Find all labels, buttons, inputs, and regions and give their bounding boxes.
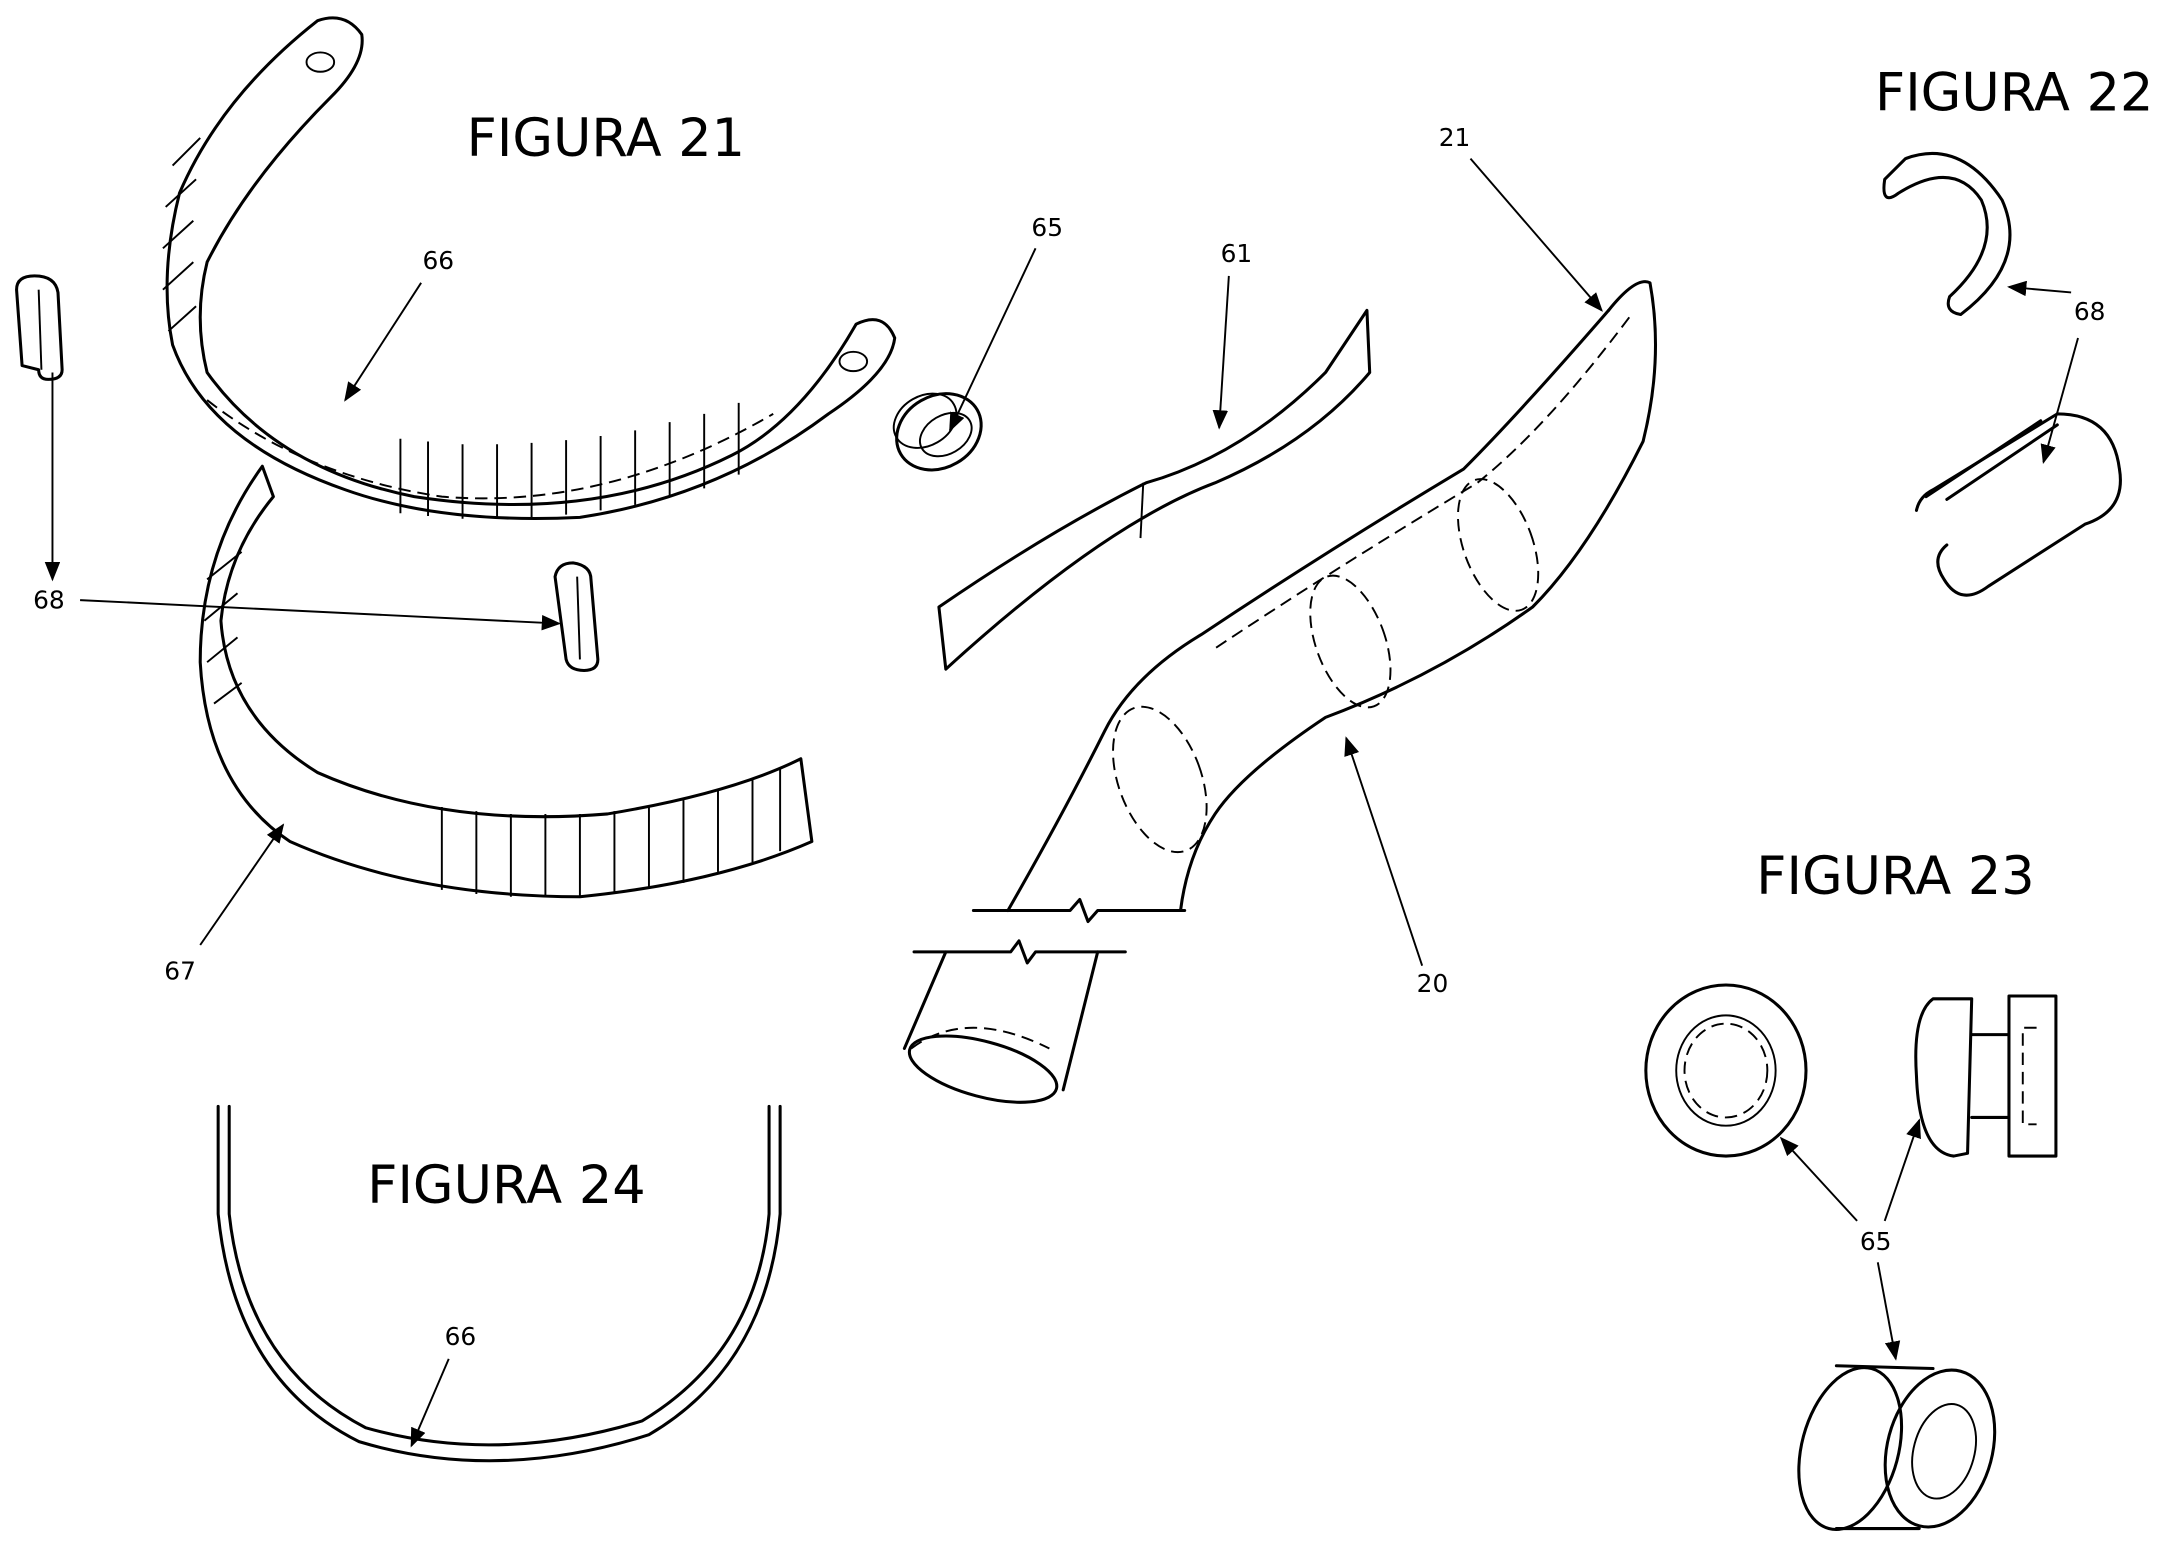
ref-20: 20 xyxy=(1417,969,1449,998)
figure-24-title: FIGURA 24 xyxy=(367,1155,645,1216)
strip-61 xyxy=(939,310,1370,669)
ref-65-upper: 65 xyxy=(1031,213,1063,242)
lower-strap-67 xyxy=(200,466,812,896)
figure-23-title: FIGURA 23 xyxy=(1756,846,2034,907)
grommet-65 xyxy=(883,379,995,485)
figure-22-clip xyxy=(1884,153,2120,595)
ref-67: 67 xyxy=(164,956,196,985)
ref-66-upper: 66 xyxy=(423,246,455,275)
figure-21-title: FIGURA 21 xyxy=(467,108,745,169)
ref-61: 61 xyxy=(1221,239,1253,268)
leader-lines xyxy=(52,159,2078,1446)
figure-22-title: FIGURA 22 xyxy=(1875,62,2153,123)
ref-65-fig23: 65 xyxy=(1860,1227,1892,1256)
clip-68-left xyxy=(17,276,63,379)
ref-68-fig22: 68 xyxy=(2074,297,2106,326)
tube-20 xyxy=(903,282,1656,1116)
ref-68-left: 68 xyxy=(33,585,65,614)
clip-68-center xyxy=(555,563,598,671)
upper-strap-66 xyxy=(163,18,895,519)
figure-23-grommet-views xyxy=(1646,985,2056,1541)
ref-21: 21 xyxy=(1439,123,1471,152)
ref-66-fig24: 66 xyxy=(445,1322,477,1351)
